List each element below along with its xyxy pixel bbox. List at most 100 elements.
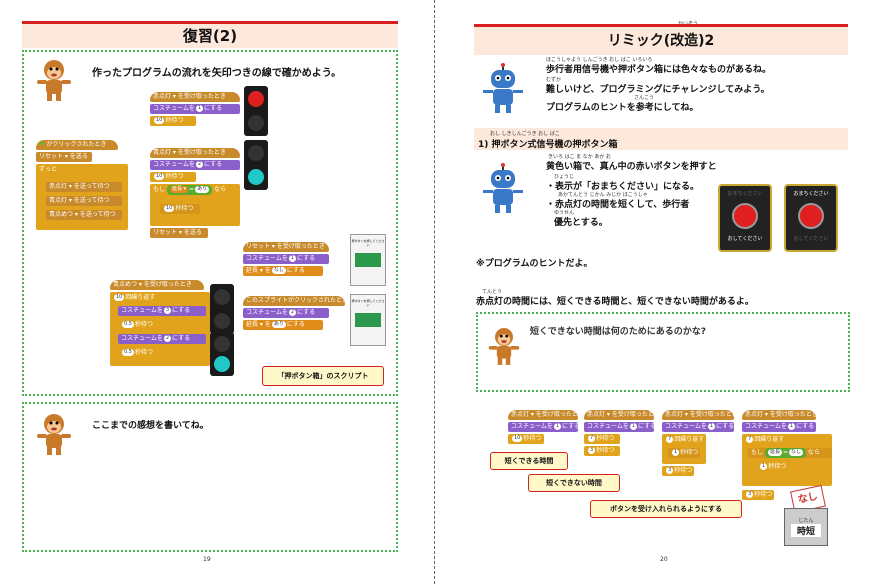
block-text: =	[782, 449, 788, 456]
block-text: コスチュームを	[246, 255, 288, 262]
block-input: 0.5	[122, 321, 134, 328]
block-text: 秒待つ	[165, 173, 184, 180]
block-text: にする	[172, 335, 191, 342]
intro2-ruby: むずか	[546, 77, 562, 83]
hint2-ruby: てんとう	[482, 289, 503, 295]
block-main-send-blink: 青点めつ ▾ を送って待つ	[46, 210, 122, 220]
left-page-number: 19	[203, 556, 211, 563]
button-panel-text-2: 押ボタンを押してください	[351, 299, 385, 307]
block-text: 秒待つ	[596, 447, 615, 454]
block-text: コスチュームを	[587, 423, 629, 430]
block-text: もし	[751, 449, 764, 456]
red-button-icon	[732, 203, 758, 229]
block-text: コスチュームを	[246, 309, 288, 316]
desc-line3: ・赤点灯の時間を短くして、歩行者	[546, 200, 690, 210]
block-input: 2	[195, 161, 204, 168]
desc1-ruby: きいろ はこ ま なか あか お	[548, 154, 611, 160]
block-input: 10	[154, 117, 165, 124]
card-text: なし	[796, 491, 819, 506]
desc-line2: ・表示が「おまちください」になる。	[546, 182, 700, 192]
block-text: にする	[796, 423, 815, 430]
block-green-if-header: もし 延長 ▾=あり なら	[150, 185, 240, 195]
signal-green2-icon	[210, 332, 234, 376]
block-input: 1	[672, 449, 680, 456]
right-page: かいぞう リミック(改造)2 ほこうしゃよう しんごうき おし ばこ いろいろ …	[438, 0, 872, 584]
block-text: 秒待つ	[596, 435, 615, 442]
block-reset-hat: リセット ▾ を受け取ったとき	[243, 242, 329, 252]
block-click-hat: このスプライトがクリックされたとき	[243, 296, 348, 306]
monkey-character-icon-3	[486, 326, 522, 366]
page-divider	[434, 0, 435, 584]
block-input: なし	[788, 449, 803, 456]
block-green-send-reset: リセット ▾ を送る	[150, 228, 208, 238]
block-main-forever: ずっと	[36, 165, 76, 175]
block-input: なし	[271, 267, 286, 274]
right-intro-line1: 歩行者用信号機や押ボタン箱には色々なものがあるね。	[546, 65, 772, 75]
block-main-send-red: 赤点灯 ▾ を送って待つ	[46, 182, 122, 192]
intro1-ruby: ほこうしゃよう しんごうき おし ばこ いろいろ	[546, 57, 653, 63]
callout-shortenable: 短くできる時間	[490, 452, 568, 470]
block-text: 秒待つ	[523, 435, 542, 442]
block-text: にする	[204, 161, 223, 168]
block-input: 3	[588, 447, 596, 454]
question-text: 短くできない時間は何のためにあるのかな?	[530, 327, 706, 337]
block-text: なら	[214, 186, 227, 193]
block-input: 1	[195, 105, 204, 112]
block-text: 延長 ▾ を	[246, 321, 271, 328]
block-text: 秒待つ	[134, 349, 153, 356]
left-review-box	[22, 50, 398, 396]
callout-text: ボタンを受け入れられるようにする	[609, 505, 723, 513]
block-text: にする	[716, 423, 735, 430]
block-text: 回繰り返す	[125, 294, 156, 301]
block-input: 7	[746, 436, 754, 443]
block-blink-hat: 青点めつ ▾ を受け取ったとき	[110, 280, 204, 290]
block-text: なら	[807, 449, 820, 456]
box-label: 時短	[791, 524, 821, 537]
block-input: 1	[760, 463, 768, 470]
block-text: コスチュームを	[153, 161, 195, 168]
block-text: にする	[204, 105, 223, 112]
block-input: 10	[114, 294, 125, 301]
pedestrian-icon-2	[355, 313, 381, 327]
block-text: =	[189, 186, 195, 193]
block-text: 秒待つ	[768, 463, 787, 470]
left-intro-text: 作ったプログラムの流れを矢印つきの線で確かめよう。	[92, 68, 342, 79]
block-input: 2	[163, 335, 172, 342]
block-input: 7	[588, 435, 596, 442]
button-panel-text: 押ボタンを押してください	[351, 239, 385, 247]
block-text: もし	[153, 186, 166, 193]
block-text: コスチュームを	[511, 423, 553, 430]
right-title-bar: リミック(改造)2	[474, 24, 848, 55]
block-click-ext: 延長 ▾ をありにする	[243, 320, 323, 330]
callout-not-shortenable: 短くできない時間	[528, 474, 620, 492]
block-input: 3	[746, 491, 754, 498]
block-input: 1	[553, 423, 562, 430]
block-text: 秒待つ	[680, 449, 699, 456]
block-text: 秒待つ	[175, 205, 194, 212]
block-condition: 延長 ▾=あり	[166, 185, 213, 195]
hint-script1-hat: 赤点灯 ▾ を受け取ったとき	[508, 410, 584, 420]
left-page: 復習(2) 作ったプログラムの流れを矢印つきの線で確かめよう。 赤点灯 ▾ を受…	[0, 0, 434, 584]
robot-character-icon	[482, 62, 524, 114]
block-text: にする	[297, 255, 316, 262]
callout-text: 短くできる時間	[504, 457, 554, 465]
box1-bottom-label: おしてください	[727, 236, 763, 242]
robot-character-icon-2	[482, 162, 524, 214]
desc4-ruby: ゆうせん	[554, 210, 575, 216]
box2-top-label: おまちください	[793, 191, 829, 197]
block-input: 1	[288, 255, 297, 262]
hint-script2-hat: 赤点灯 ▾ を受け取ったとき	[584, 410, 660, 420]
block-text: がクリックされたとき	[46, 141, 107, 148]
